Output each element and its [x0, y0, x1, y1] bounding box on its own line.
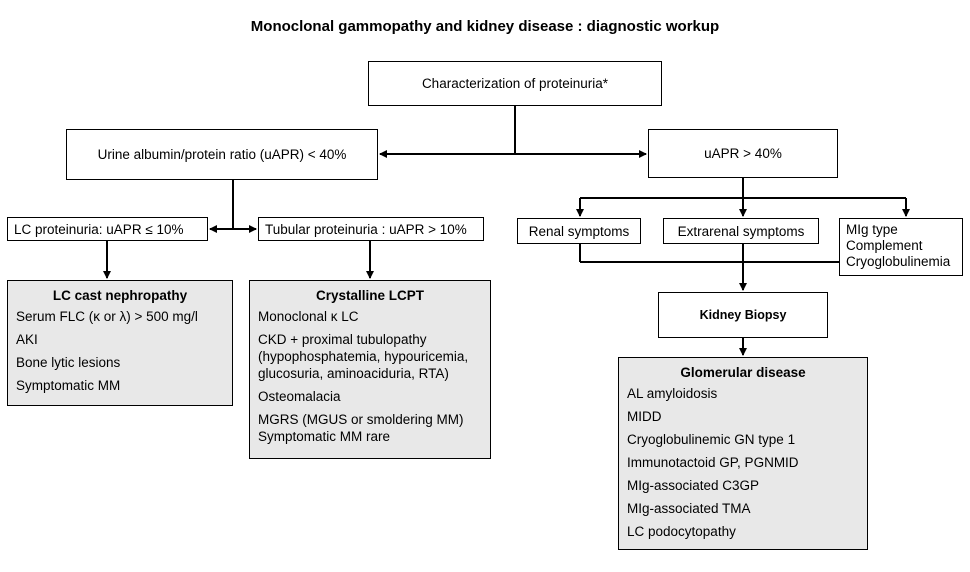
- crystalline-item: Monoclonal κ LC: [258, 309, 359, 324]
- extrarenal-symptoms-box: Extrarenal symptoms: [663, 218, 819, 244]
- glomerular-box: Glomerular disease AL amyloidosis MIDD C…: [618, 357, 868, 550]
- cryoglobulinemia-label: Cryoglobulinemia: [846, 254, 951, 269]
- glomerular-item: Cryoglobulinemic GN type 1: [627, 432, 796, 447]
- lc-cast-box: LC cast nephropathy Serum FLC (κ or λ) >…: [7, 280, 233, 406]
- crystalline-heading: Crystalline LCPT: [315, 288, 425, 303]
- kidney-biopsy-box: Kidney Biopsy: [658, 292, 828, 338]
- crystalline-item: MGRS (MGUS or smoldering MM): [258, 412, 464, 427]
- complement-label: Complement: [846, 238, 923, 253]
- mig-type-label: MIg type: [846, 222, 898, 237]
- lc-cast-item: AKI: [16, 332, 38, 347]
- mig-box: MIg type Complement Cryoglobulinemia: [839, 218, 963, 276]
- renal-symptoms-label: Renal symptoms: [528, 223, 630, 239]
- crystalline-item: glucosuria, aminoaciduria, RTA): [258, 366, 449, 381]
- tubular-proteinuria-box: Tubular proteinuria : uAPR > 10%: [258, 217, 484, 241]
- characterization-box: Characterization of proteinuria*: [368, 61, 662, 106]
- extrarenal-symptoms-label: Extrarenal symptoms: [677, 223, 805, 239]
- renal-symptoms-box: Renal symptoms: [517, 218, 641, 244]
- characterization-label: Characterization of proteinuria*: [421, 76, 609, 91]
- lc-proteinuria-box: LC proteinuria: uAPR ≤ 10%: [7, 217, 208, 241]
- glomerular-item: AL amyloidosis: [627, 386, 718, 401]
- lc-cast-item: Bone lytic lesions: [16, 355, 121, 370]
- uapr-low-box: Urine albumin/protein ratio (uAPR) < 40%: [66, 129, 378, 180]
- uapr-high-box: uAPR > 40%: [648, 129, 838, 178]
- lc-cast-heading: LC cast nephropathy: [52, 288, 188, 303]
- lc-cast-item: Serum FLC (κ or λ) > 500 mg/l: [16, 309, 198, 324]
- uapr-low-label: Urine albumin/protein ratio (uAPR) < 40%: [97, 147, 347, 162]
- crystalline-item: CKD + proximal tubulopathy: [258, 332, 427, 347]
- glomerular-item: MIg-associated TMA: [627, 501, 751, 516]
- crystalline-box: Crystalline LCPT Monoclonal κ LC CKD + p…: [249, 280, 491, 459]
- lc-proteinuria-label: LC proteinuria: uAPR ≤ 10%: [14, 221, 184, 237]
- crystalline-item: (hypophosphatemia, hypouricemia,: [258, 349, 469, 364]
- glomerular-item: LC podocytopathy: [627, 524, 736, 539]
- tubular-proteinuria-label: Tubular proteinuria : uAPR > 10%: [265, 221, 467, 237]
- crystalline-item: Symptomatic MM rare: [258, 429, 391, 444]
- glomerular-heading: Glomerular disease: [680, 365, 806, 380]
- page-title: Monoclonal gammopathy and kidney disease…: [250, 18, 720, 35]
- lc-cast-item: Symptomatic MM: [16, 378, 121, 393]
- uapr-high-label: uAPR > 40%: [704, 146, 782, 161]
- glomerular-item: MIDD: [627, 409, 662, 424]
- crystalline-item: Osteomalacia: [258, 389, 341, 404]
- glomerular-item: Immunotactoid GP, PGNMID: [627, 455, 799, 470]
- kidney-biopsy-label: Kidney Biopsy: [699, 307, 787, 322]
- glomerular-item: MIg-associated C3GP: [627, 478, 760, 493]
